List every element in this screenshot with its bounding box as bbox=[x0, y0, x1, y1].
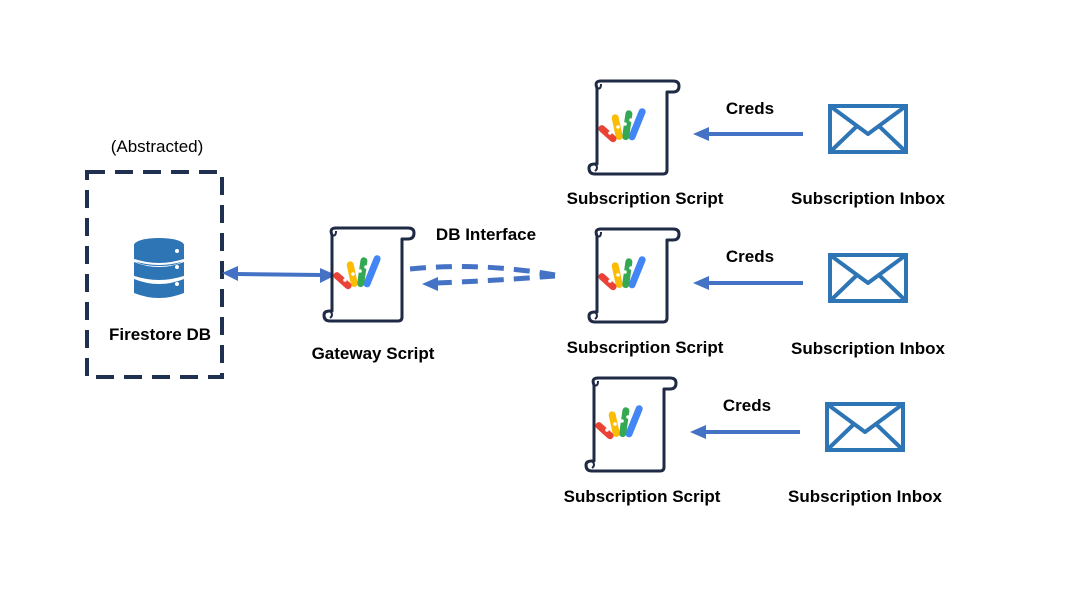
abstraction-boundary bbox=[85, 170, 224, 379]
creds-label: Creds bbox=[725, 99, 775, 118]
db-interface-connector bbox=[409, 264, 556, 291]
subscription-inbox-label: Subscription Inbox bbox=[788, 487, 942, 506]
creds-arrow bbox=[691, 274, 805, 292]
envelope-icon bbox=[825, 402, 905, 452]
creds-label: Creds bbox=[722, 396, 772, 415]
creds-arrow bbox=[688, 423, 802, 441]
subscription-script-icon bbox=[587, 227, 681, 324]
subscription-script-label: Subscription Script bbox=[566, 189, 724, 208]
db-gateway-arrow bbox=[222, 266, 336, 283]
database-icon bbox=[133, 238, 185, 298]
db-interface-label: DB Interface bbox=[435, 225, 537, 244]
creds-label: Creds bbox=[725, 247, 775, 266]
firestore-db-label: Firestore DB bbox=[108, 325, 212, 344]
gateway-script-icon bbox=[322, 226, 416, 323]
subscription-script-icon bbox=[587, 79, 681, 176]
subscription-inbox-label: Subscription Inbox bbox=[791, 339, 945, 358]
creds-arrow bbox=[691, 125, 805, 143]
envelope-icon bbox=[828, 253, 908, 303]
gateway-script-label: Gateway Script bbox=[311, 344, 435, 363]
subscription-inbox-label: Subscription Inbox bbox=[791, 189, 945, 208]
abstracted-label: (Abstracted) bbox=[110, 137, 204, 156]
subscription-script-label: Subscription Script bbox=[566, 338, 724, 357]
subscription-script-icon bbox=[584, 376, 678, 473]
subscription-script-label: Subscription Script bbox=[563, 487, 721, 506]
envelope-icon bbox=[828, 104, 908, 154]
